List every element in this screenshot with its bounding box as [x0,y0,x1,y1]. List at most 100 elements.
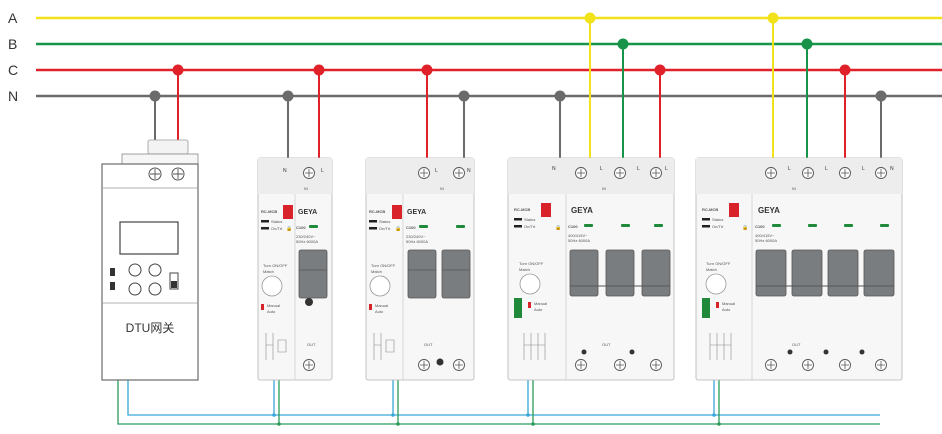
bus-label-n: N [8,88,18,104]
model-label: RC-MCB [261,209,277,214]
indicator-mark [261,227,269,230]
manual-auto-switch[interactable] [369,304,372,310]
manual-auto-switch[interactable] [261,304,264,310]
junction-dot [654,64,666,76]
dtu-display [119,221,179,255]
bus-label-c: C [8,62,18,78]
terminal-screw-icon [455,361,463,369]
out-label: OUT [792,342,801,347]
match-button[interactable] [369,275,391,297]
terminal-screw-icon [841,169,849,177]
manual-label: Manual [534,301,547,306]
manual-label: Manual [267,303,280,308]
match-button[interactable] [705,273,727,295]
comm-line-blue [127,380,880,416]
schematic-icon [709,333,732,360]
lock-icon: 🔒 [395,225,401,232]
spec-label: 230/240V~50Hz 6000A [406,234,428,244]
rating-label: C100 [296,225,306,230]
terminal-screw-icon [877,169,885,177]
status-led [584,224,593,227]
terminal-label-l: L [600,166,603,172]
test-button[interactable] [823,349,829,355]
comm-bus [117,380,880,425]
test-button[interactable] [305,298,313,306]
toggle-handle[interactable] [298,249,328,299]
dtu-terminal-block [147,139,189,155]
breaker-3p: N L L L IN RC-MCB GEYA Status On/Trt 🔒 C… [507,157,675,381]
dtu-top-cap [121,153,199,165]
test-button[interactable] [629,349,635,355]
status-led [654,224,663,227]
match-button[interactable] [261,275,283,297]
indicator-mark [514,225,522,228]
brand-label: GEYA [298,209,317,216]
breaker-top-band [258,158,332,194]
junction-dot [767,12,779,24]
status-led [844,224,853,227]
lock-icon: 🔒 [742,224,748,231]
in-label: IN [304,186,308,191]
indicator-mark [369,220,377,223]
status-led [808,224,817,227]
comm-tap-dot [712,413,716,417]
junction-dot [801,38,813,50]
manual-auto-switch[interactable] [528,302,531,308]
manual-auto-switch[interactable] [716,302,719,308]
terminal-screw-icon [652,361,660,369]
out-label: OUT [602,342,611,347]
breaker-top-band [508,158,674,194]
indicator-label: Status [271,219,282,224]
match-button[interactable] [519,273,541,295]
turn-label: Turn ON/OFF [371,263,396,268]
terminal-screw-icon [420,169,428,177]
junction-dot [282,90,294,102]
toggle-handle[interactable] [569,249,599,297]
dtu-led [110,268,115,276]
breaker-1p-n-1: N L IN RC-MCB GEYA Status On/Trt 🔒 C100 … [257,157,333,381]
toggle-handle[interactable] [791,249,823,297]
toggle-handle[interactable] [641,249,671,297]
test-button[interactable] [787,349,793,355]
toggle-handle[interactable] [605,249,635,297]
breaker-1p-n-2: L N IN RC-MCB GEYA Status On/Trt 🔒 C100 … [365,157,475,381]
aux-terminal [702,298,710,318]
toggle-handle[interactable] [863,249,895,297]
junction-dot [554,90,566,102]
indicator-mark [514,218,522,221]
bus-label-a: A [8,10,18,26]
auto-label: Auto [267,309,276,314]
indicator-label: On/Trt [379,226,391,231]
terminal-screw-icon [767,169,775,177]
toggle-handle[interactable] [407,249,437,299]
terminal-label-l: L [435,168,438,174]
model-label: RC-MCB [702,207,718,212]
comm-tap-dot [272,413,276,417]
comm-taps [272,413,721,426]
turn-label: Turn ON/OFF [519,261,544,266]
dtu-gateway: DTU网关 [101,139,199,381]
terminal-label-l: L [862,166,865,172]
dtu-button[interactable] [148,263,162,277]
test-button[interactable] [859,349,865,355]
indicator-mark [702,225,710,228]
terminal-label-n: N [890,166,894,172]
brand-red-tab [392,205,402,219]
test-button[interactable] [581,349,587,355]
toggle-handle[interactable] [827,249,859,297]
test-button[interactable] [436,358,444,366]
toggle-handle[interactable] [441,249,471,299]
dtu-led [110,282,115,290]
brand-red-tab [729,203,739,217]
auto-label: Auto [375,309,384,314]
terminal-label-l: L [665,166,668,172]
dtu-button[interactable] [128,263,142,277]
brand-red-tab [283,205,293,219]
model-label: RC-MCB [514,207,530,212]
dtu-button[interactable] [148,282,162,296]
toggle-handle[interactable] [755,249,787,297]
terminal-label-l: L [825,166,828,172]
terminal-screw-icon [616,361,624,369]
dtu-button[interactable] [128,282,142,296]
